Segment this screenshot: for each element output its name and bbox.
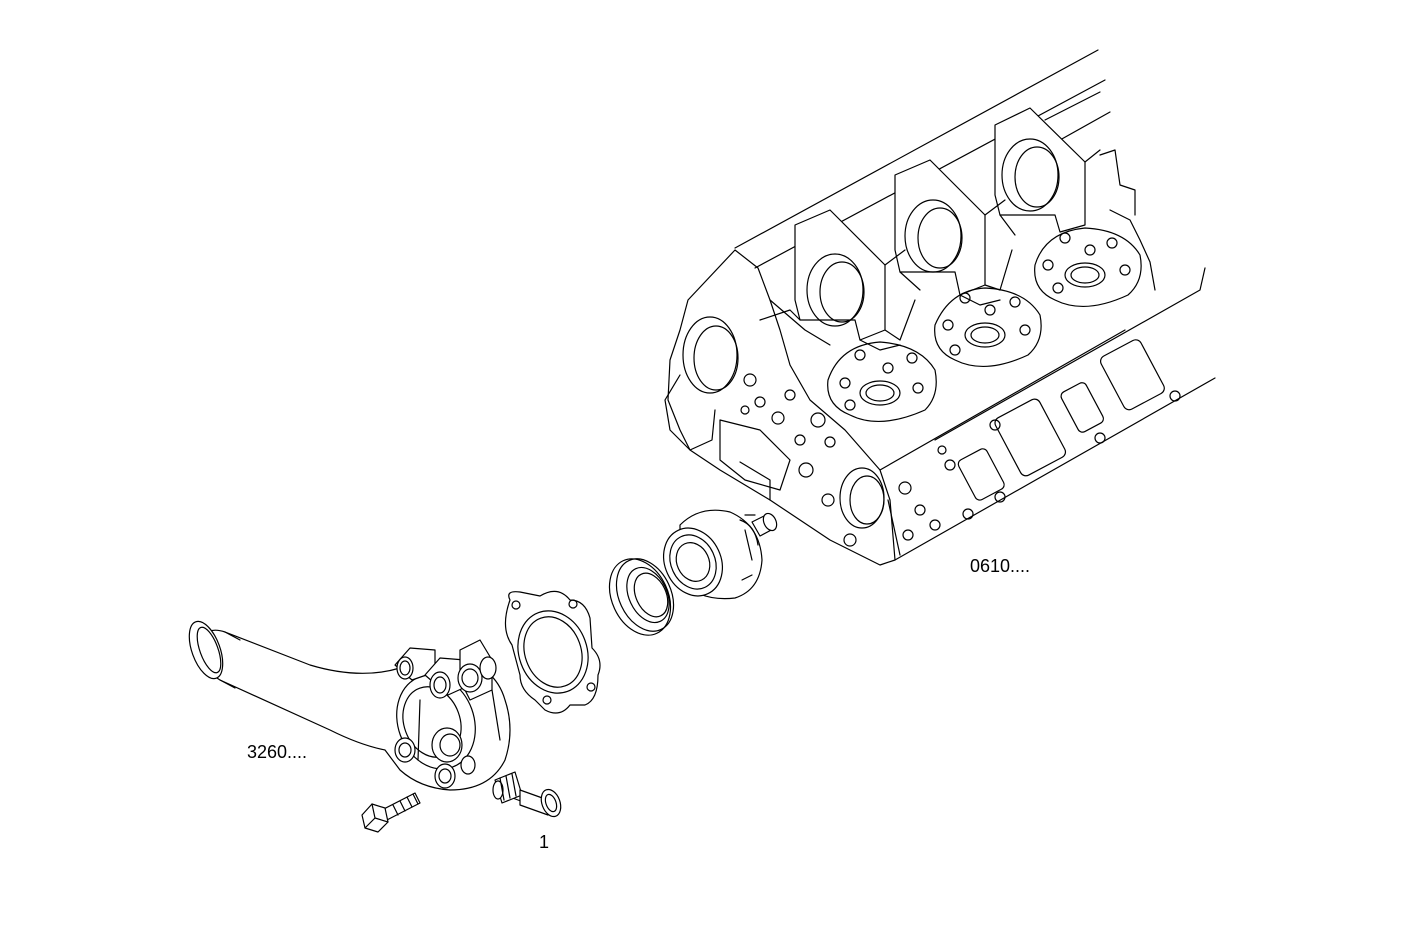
- callout-fitting: 1: [539, 832, 550, 852]
- bolt: [361, 792, 421, 833]
- callout-cylinder-head: 0610....: [970, 556, 1031, 576]
- seal-ring: [608, 558, 675, 636]
- callout-thermostat-housing: 3260....: [247, 742, 308, 762]
- thermostat: [663, 509, 778, 600]
- cylinder-head: [664, 49, 1216, 566]
- gasket: [504, 590, 601, 714]
- thermostat-housing: [188, 620, 511, 791]
- fitting: [492, 771, 562, 818]
